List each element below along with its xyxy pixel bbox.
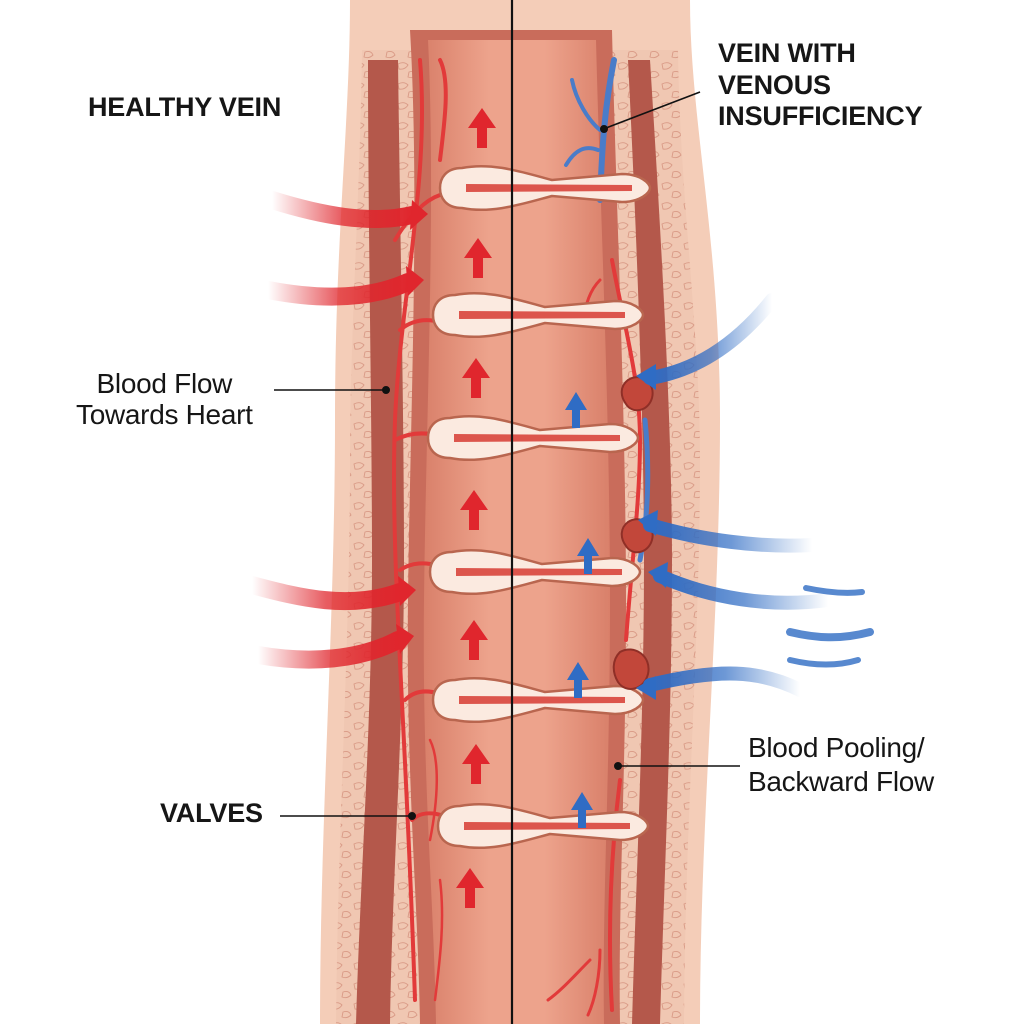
backflow-streaks <box>786 585 874 668</box>
muscle-left <box>356 60 404 1024</box>
healthy-vein-label: HEALTHY VEIN <box>88 92 282 122</box>
inflow-arrows <box>243 191 421 669</box>
blood-flow-line-1: Blood Flow <box>96 368 233 399</box>
blood-flow-label: Blood Flow Towards Heart <box>76 368 253 431</box>
venous-insufficiency-line-2: VENOUS <box>718 69 831 100</box>
blood-flow-line-2: Towards Heart <box>76 399 253 431</box>
blood-pooling-line-1: Blood Pooling/ <box>748 732 925 763</box>
vessels-left <box>392 58 448 1002</box>
backflow-arrows <box>643 293 835 697</box>
leader-lines <box>274 91 740 820</box>
valves-label: VALVES <box>160 798 263 828</box>
venous-insufficiency-label: VEIN WITH VENOUS INSUFFICIENCY <box>718 38 923 133</box>
blood-pooling-line-2: Backward Flow <box>748 765 934 797</box>
venous-insufficiency-line-1: VEIN WITH <box>718 38 856 68</box>
venous-insufficiency-line-3: INSUFFICIENCY <box>718 101 923 132</box>
blood-pooling-label: Blood Pooling/ Backward Flow <box>748 731 934 798</box>
vein-lumen <box>423 40 610 1024</box>
inflow-arrow-heads <box>396 200 428 654</box>
backflow-arrow-heads <box>636 364 668 700</box>
